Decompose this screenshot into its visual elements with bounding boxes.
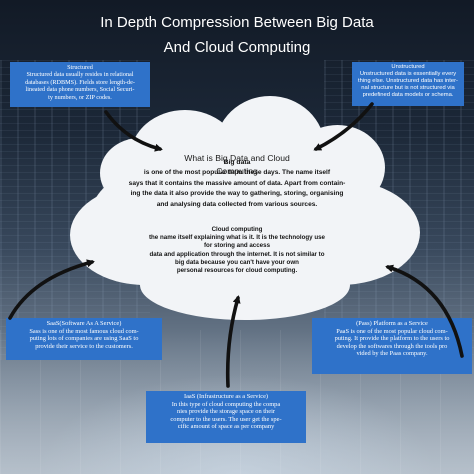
structured-box: Structured Structured data usually resid… [10,62,150,107]
title-line-2: And Cloud Computing [163,39,311,56]
iaas-line: cific amount of space as per company [177,423,275,431]
iaas-line: nies provide the storage space on their [177,408,275,416]
big-data-line: and analysing data collected from variou… [156,200,318,208]
unstructured-line: Unstructured data is essentially every [359,71,457,77]
arrow-structured [104,110,163,152]
structured-heading: Structured [67,64,93,71]
saas-box: SaaS(Software As A Service) Sass is one … [6,318,162,360]
iaas-line: computer to the users. The user get the … [170,415,282,423]
cloud-computing-text: Cloud computing the name itself explaini… [116,226,358,275]
saas-line: Sass is one of the most famous cloud com… [29,327,139,335]
structured-line: Structured data usually resides in relat… [26,71,134,79]
cloud-computing-line: for storing and access [203,242,271,250]
big-data-line: says that it contains the massive amount… [128,179,346,187]
paas-line: vided by the Paas company. [356,350,428,358]
cloud-computing-line: the name itself explaining what is it. I… [148,234,326,242]
cloud-computing-line: data and application through the interne… [149,250,325,258]
saas-heading: SaaS(Software As A Service) [46,320,122,327]
unstructured-line: nal structure but is not structured via [361,85,455,91]
cloud-computing-heading: Cloud computing [211,226,263,233]
big-data-heading: Big data [223,159,251,166]
structured-line: databases (RDBMS). Fields store length-d… [25,78,135,86]
iaas-box: IaaS (Infrastructure as a Service) In th… [146,391,306,443]
paas-line: develop the softwares through the tools … [336,342,448,350]
saas-line: provide their service to the customers. [35,342,133,350]
what-is-line-1: What is Big Data and Cloud [184,153,290,163]
big-data-text: Big data is one of the most popular term… [96,158,378,210]
cloud-computing-line: personal resources for cloud computing. [176,267,298,275]
unstructured-line: predefined data models or schema. [362,92,454,98]
arrow-saas [8,259,95,320]
arrow-paas [385,264,464,358]
big-data-line: is one of the most popular term these da… [143,169,331,177]
what-is-line-2: Computing [216,166,258,176]
unstructured-box: Unstructured Unstructured data is essent… [352,62,464,106]
arrow-iaas [225,295,241,388]
paas-box: (Pass) Platform as a Service PaaS is one… [312,318,472,374]
unstructured-heading: Unstructured [391,64,425,70]
unstructured-line: thing else. Unstructured data has inter- [358,78,458,84]
title-line-1: In Depth Compression Between Big Data [100,14,374,31]
iaas-heading: IaaS (Infrastructure as a Service) [183,393,269,400]
iaas-line: In this type of cloud computing the comp… [171,400,281,408]
what-is-heading: What is Big Data and Cloud Computing [168,152,306,178]
saas-line: puting lots of companies are using SaaS … [29,335,139,343]
page-title: In Depth Compression Between Big Data An… [40,10,434,60]
paas-line: puting. It provide the platform to the u… [334,335,450,343]
structured-line: lineated data phone numbers, Social Secu… [25,86,135,94]
paas-line: PaaS is one of the most popular cloud co… [336,327,448,335]
arrow-unstructured [313,102,374,151]
cloud-computing-line: big data because you can't have your own [175,258,299,266]
big-data-line: ing the data it also provide the way to … [130,190,344,198]
paas-heading: (Pass) Platform as a Service [356,320,428,327]
structured-line: ty numbers, or ZIP codes. [48,93,112,101]
